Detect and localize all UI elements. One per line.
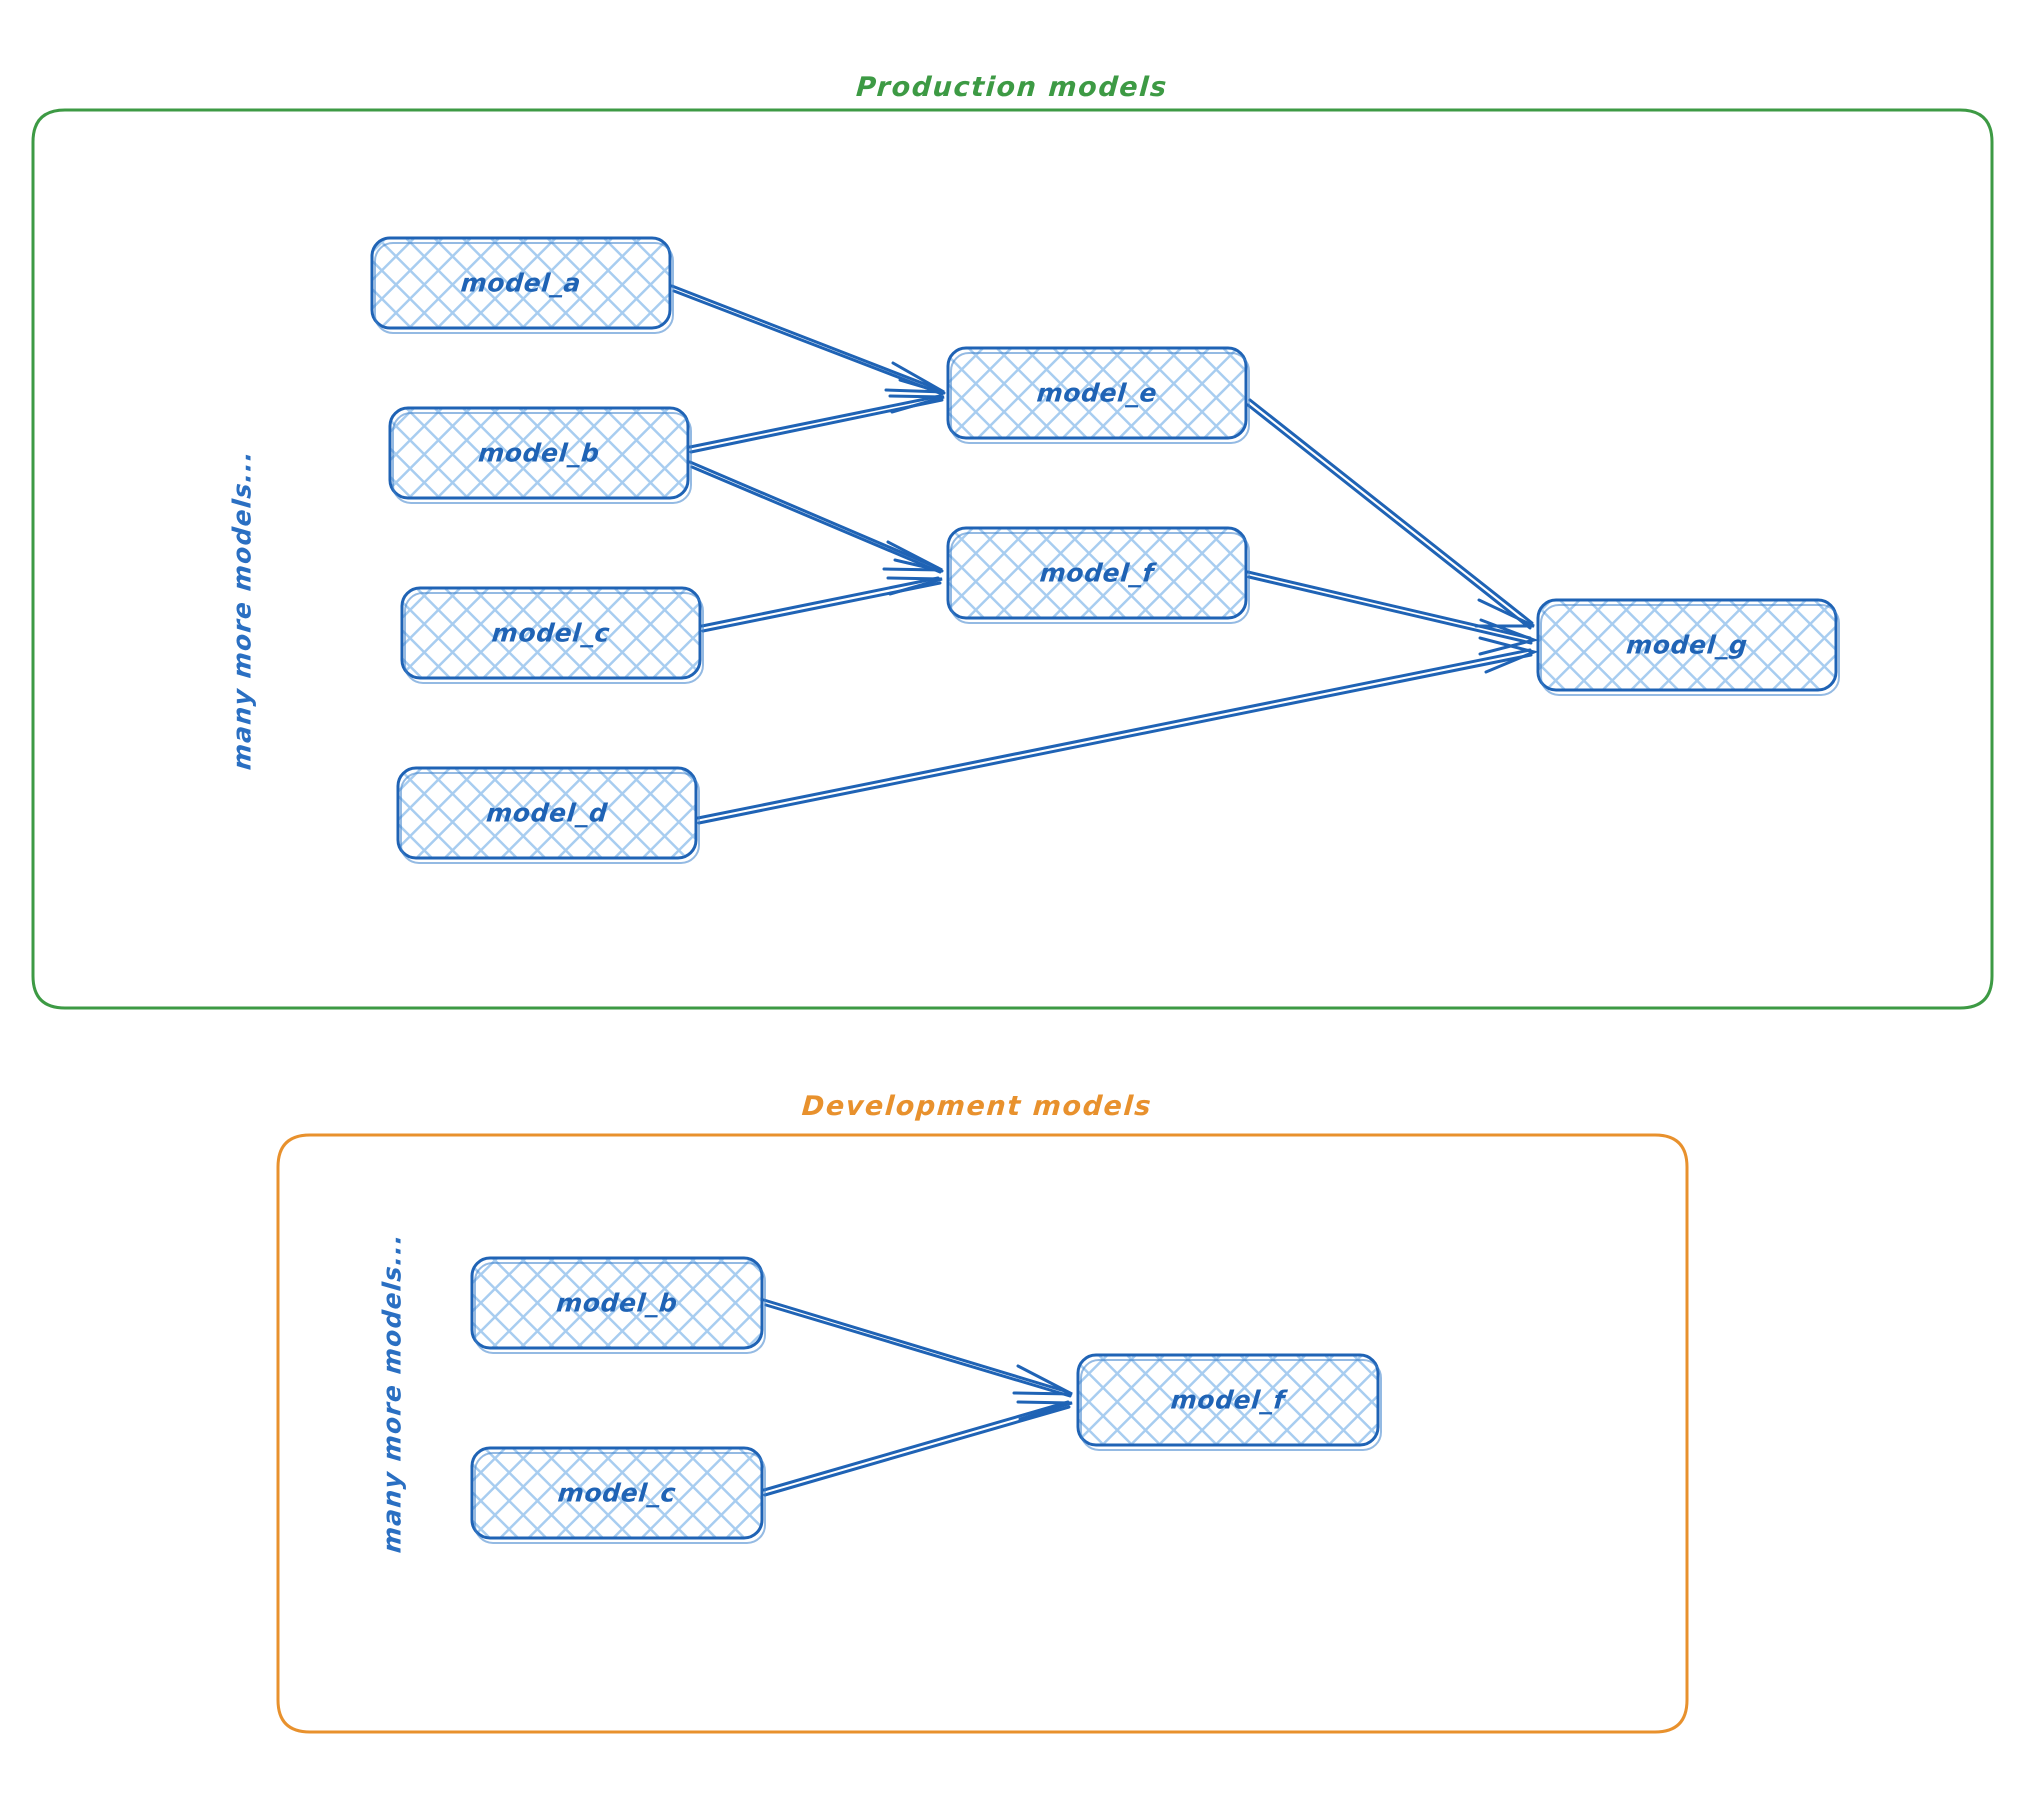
edge-model_b-to-model_e	[688, 394, 945, 454]
edge-model_b-to-model_f	[688, 460, 944, 574]
dev-node-model_f[interactable]	[1076, 1353, 1382, 1451]
node-model_g[interactable]	[1536, 598, 1840, 696]
edge-model_d-to-model_g	[696, 636, 1539, 825]
development-nodes	[470, 1256, 1382, 1544]
node-model_d[interactable]	[396, 766, 700, 864]
development-group-container	[276, 1133, 1689, 1734]
node-model_a[interactable]	[370, 236, 674, 334]
production-nodes	[370, 236, 1840, 864]
node-model_c[interactable]	[400, 586, 704, 684]
development-border	[276, 1133, 1689, 1734]
dev-node-model_b[interactable]	[470, 1256, 766, 1354]
production-edges	[670, 284, 1539, 825]
edge-model_e-to-model_g	[1246, 398, 1535, 630]
edge-model_f-to-model_g	[1246, 570, 1539, 656]
dev-edge-model_c-to-model_f	[762, 1400, 1073, 1497]
edge-model_a-to-model_e	[670, 284, 946, 396]
production-group-container	[31, 108, 1994, 1010]
node-model_e[interactable]	[946, 346, 1250, 444]
edge-model_c-to-model_f	[700, 576, 943, 633]
dev-node-model_c[interactable]	[470, 1446, 766, 1544]
node-model_b[interactable]	[388, 406, 692, 504]
development-edges	[762, 1298, 1073, 1497]
node-model_f[interactable]	[946, 526, 1250, 624]
production-border	[31, 108, 1994, 1010]
dev-edge-model_b-to-model_f	[762, 1298, 1073, 1398]
